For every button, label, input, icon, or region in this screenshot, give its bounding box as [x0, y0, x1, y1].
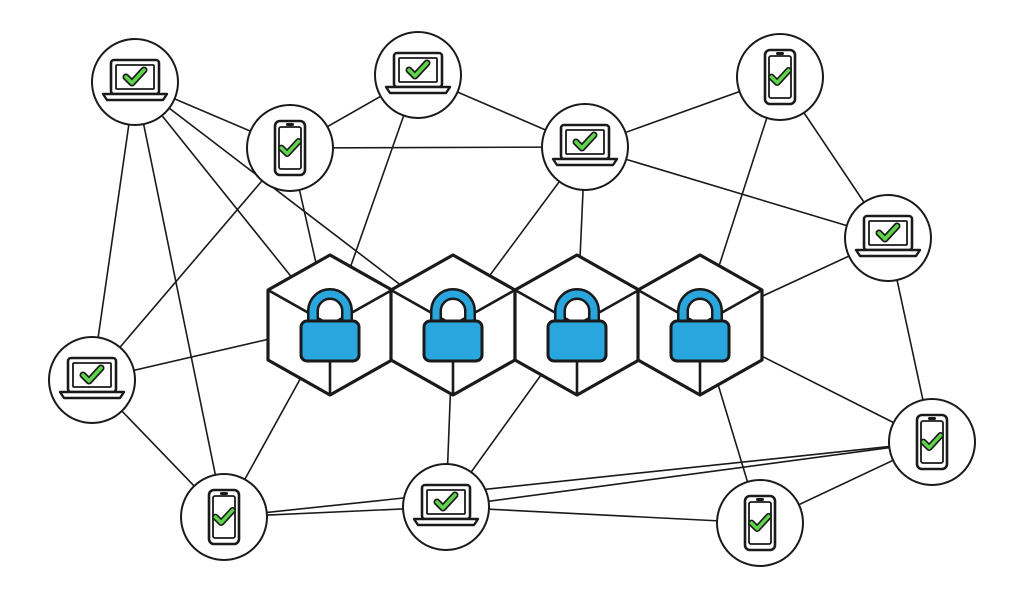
- connection-line: [223, 441, 933, 518]
- laptop-icon: [854, 214, 922, 258]
- laptop-icon: [101, 58, 169, 102]
- block-4: [636, 253, 764, 397]
- block-2: [389, 253, 517, 397]
- padlock-icon: [669, 288, 731, 363]
- checkmark-icon: [122, 66, 148, 87]
- checkmark-icon: [405, 59, 431, 80]
- checkmark-icon: [79, 364, 105, 385]
- smartphone-icon: [273, 119, 307, 177]
- network-node-laptop: [541, 103, 629, 191]
- checkmark-icon: [212, 507, 236, 527]
- connection-line: [584, 146, 889, 239]
- network-node-phone: [716, 479, 804, 567]
- connection-line: [134, 81, 225, 518]
- block-3: [513, 253, 641, 397]
- laptop-icon: [384, 51, 452, 95]
- network-node-phone: [736, 33, 824, 121]
- padlock-icon: [422, 288, 484, 363]
- connection-line: [445, 441, 933, 508]
- network-nodes: [48, 31, 976, 567]
- connection-line: [91, 147, 291, 381]
- checkmark-icon: [920, 432, 944, 452]
- network-node-laptop: [844, 194, 932, 282]
- smartphone-icon: [763, 48, 797, 106]
- padlock-icon: [299, 288, 361, 363]
- checkmark-icon: [433, 491, 459, 512]
- network-node-phone: [246, 104, 334, 192]
- checkmark-icon: [748, 513, 772, 533]
- padlock-icon: [546, 288, 608, 363]
- checkmark-icon: [768, 67, 792, 87]
- smartphone-icon: [743, 494, 777, 552]
- connection-line: [289, 146, 586, 149]
- checkmark-icon: [572, 131, 598, 152]
- network-node-laptop: [402, 463, 490, 551]
- laptop-icon: [551, 123, 619, 167]
- network-node-phone: [888, 398, 976, 486]
- laptop-icon: [58, 356, 126, 400]
- smartphone-icon: [915, 413, 949, 471]
- blockchain: [266, 253, 764, 397]
- checkmark-icon: [875, 222, 901, 243]
- network-node-laptop: [48, 336, 136, 424]
- network-node-laptop: [374, 31, 462, 119]
- smartphone-icon: [207, 488, 241, 546]
- block-1: [266, 253, 394, 397]
- laptop-icon: [412, 483, 480, 527]
- connection-line: [91, 81, 136, 381]
- network-node-laptop: [91, 38, 179, 126]
- checkmark-icon: [278, 138, 302, 158]
- connection-line: [445, 506, 761, 524]
- network-node-phone: [180, 473, 268, 561]
